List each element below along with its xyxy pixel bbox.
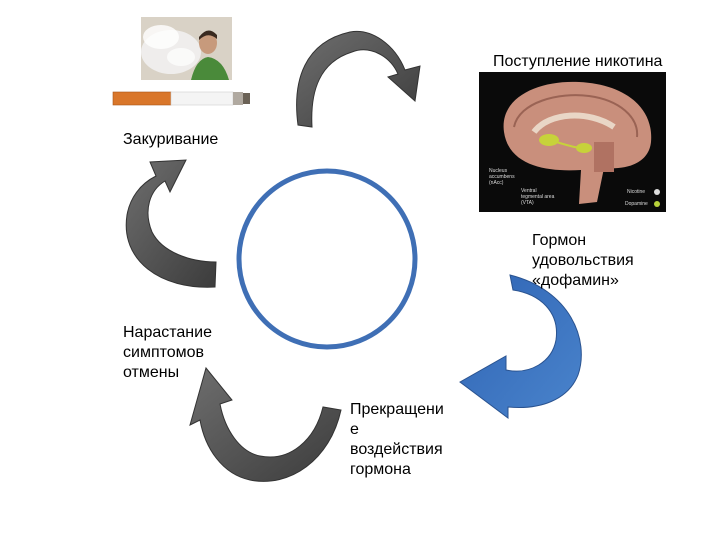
brain-legend-dopamine: Dopamine — [625, 201, 648, 207]
label-withdrawal-symptoms: Нарастание симптомов отмены — [123, 324, 212, 381]
smoker-photo — [141, 17, 232, 80]
arrow-bottom-left — [189, 366, 342, 482]
center-circle — [236, 168, 418, 350]
arrow-right-blue — [459, 274, 582, 419]
label-hormone-cessation: Прекращени е воздействия гормона — [350, 401, 444, 478]
cigarette-image — [112, 91, 250, 106]
arrow-top — [296, 30, 421, 128]
label-smoking: Закуривание — [123, 131, 219, 148]
label-dopamine-hormone: Гормон удовольствия «дофамин» — [532, 232, 634, 289]
brain-legend-nicotine: Nicotine — [627, 189, 646, 195]
brain-caption-vta: Ventral tegmental area (VTA) — [521, 188, 555, 206]
arrow-left — [125, 159, 217, 288]
label-nicotine-intake: Поступление никотина — [493, 53, 663, 70]
brain-caption-nacc: Nucleus accumbens (nAcc) — [489, 168, 515, 186]
brain-image: Nucleus accumbens (nAcc) Ventral tegment… — [479, 72, 666, 212]
